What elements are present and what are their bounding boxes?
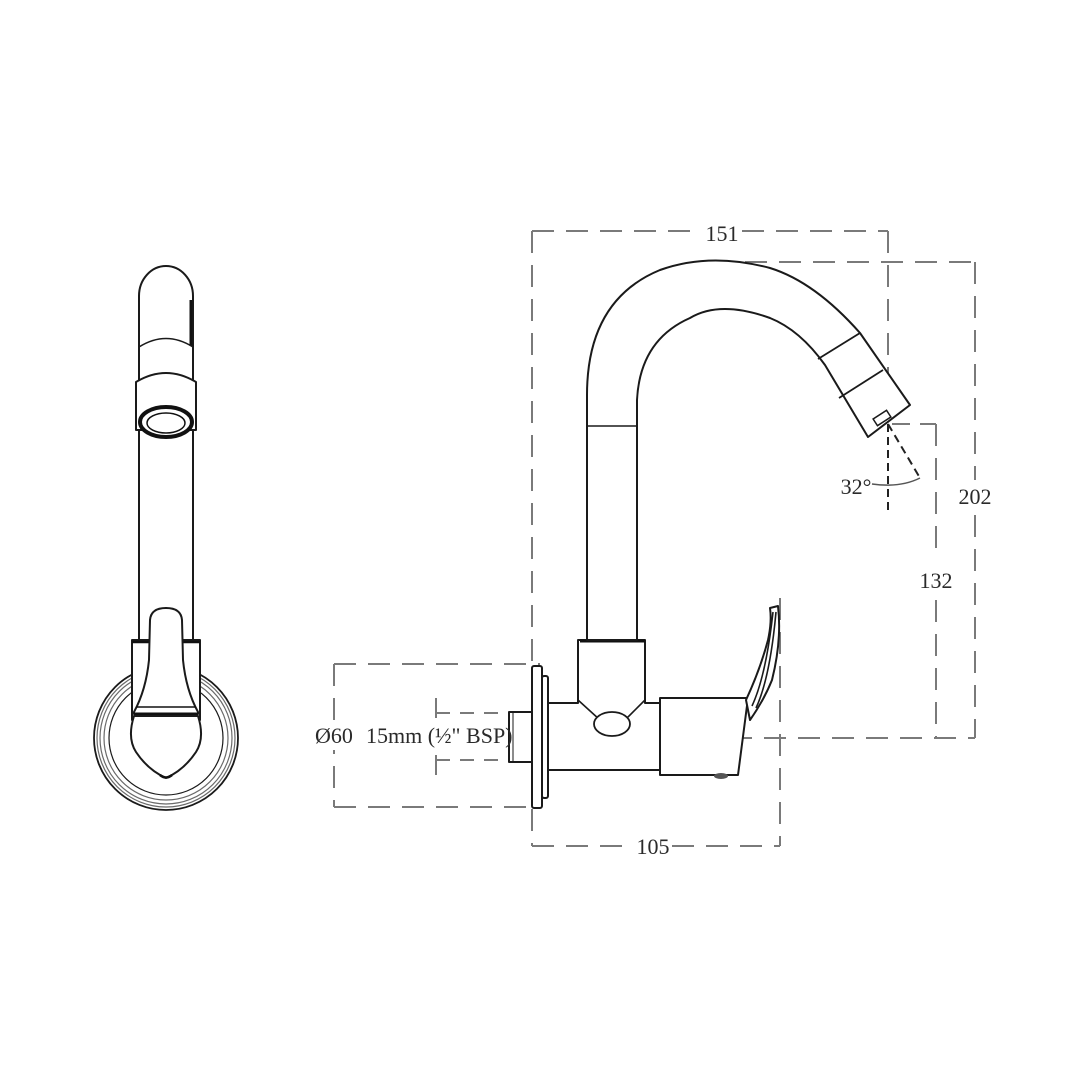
label-overall-height: 202 <box>959 484 992 509</box>
label-spray-angle: 32° <box>841 474 872 499</box>
front-spout <box>135 265 197 641</box>
spray-angle-indicator <box>871 423 921 512</box>
side-view <box>333 230 976 847</box>
dim-inlet-connection <box>435 698 515 775</box>
diverter-knob <box>593 711 631 737</box>
dimension-labels: 151 202 132 32° 105 Ø60 15mm (½" BSP) <box>312 221 997 859</box>
side-lever-handle <box>745 605 781 721</box>
label-flange-diameter: Ø60 <box>315 723 353 748</box>
inlet-nipple <box>508 711 533 763</box>
label-inlet-connection: 15mm (½" BSP) <box>366 723 513 748</box>
front-handle <box>130 607 202 779</box>
label-spout-height: 132 <box>920 568 953 593</box>
dim-overall-height <box>745 261 976 738</box>
label-overall-reach: 151 <box>706 221 739 246</box>
front-view <box>93 265 239 811</box>
side-aerator <box>872 409 892 427</box>
label-wall-to-handle: 105 <box>637 834 670 859</box>
side-wall-flange <box>508 665 549 809</box>
side-valve-body <box>547 639 749 779</box>
dim-wall-to-handle <box>532 598 781 847</box>
side-spout <box>586 259 911 641</box>
